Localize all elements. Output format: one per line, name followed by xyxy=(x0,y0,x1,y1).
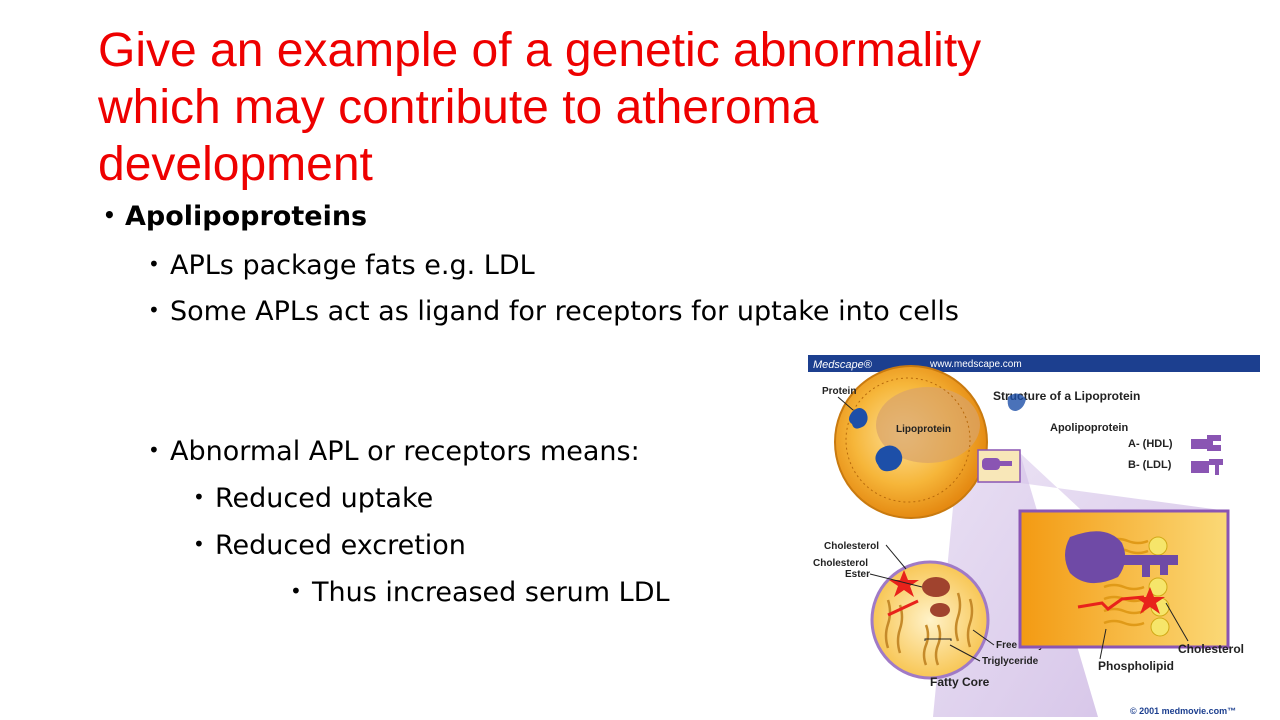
label-cholesterol-right: Cholesterol xyxy=(1178,642,1244,656)
protein-blob-icon xyxy=(849,408,868,429)
cholesterol-star-right-icon xyxy=(1135,587,1165,614)
label-lipoprotein: Lipoprotein xyxy=(896,424,951,435)
leader-triglyceride xyxy=(949,644,981,662)
bullet-text: Abnormal APL or receptors means: xyxy=(170,436,640,467)
bullet-apolipoproteins: • Apolipoproteins xyxy=(103,199,367,233)
leader-protein xyxy=(837,396,854,411)
triglyceride-bracket xyxy=(924,638,952,641)
slide-title: Give an example of a genetic abnormality… xyxy=(98,22,1098,193)
medscape-logo: Medscape® xyxy=(813,359,873,371)
cholesterol-chain xyxy=(887,599,919,617)
label-fatty-core: Fatty Core xyxy=(930,675,990,689)
bullet-dot-icon: • xyxy=(103,203,116,227)
bullet-apl-package: • APLs package fats e.g. LDL xyxy=(148,248,535,282)
cholesterol-ester-blob xyxy=(922,577,950,597)
bullet-dot-icon: • xyxy=(290,579,302,603)
title-line-3: development xyxy=(98,138,373,191)
bullet-text: Reduced excretion xyxy=(215,530,466,561)
label-triglyceride: Triglyceride xyxy=(982,656,1039,667)
lipoprotein-figure: Medscape® www.medscape.com Structure of … xyxy=(808,355,1260,720)
apolipoprotein-detail-box xyxy=(1018,509,1230,649)
bullet-dot-icon: • xyxy=(193,485,205,509)
label-apolipoprotein: Apolipoprotein xyxy=(1050,422,1128,434)
apolipoprotein-large-icon xyxy=(1065,531,1126,584)
apo-small-icon xyxy=(982,458,1000,470)
particle-core xyxy=(876,387,980,463)
label-ldl: B- (LDL) xyxy=(1128,459,1172,471)
apo-small-key-icon xyxy=(998,461,1012,466)
title-line-1: Give an example of a genetic abnormality xyxy=(98,24,982,77)
leader-free-fatty-acid xyxy=(972,629,995,646)
bullet-text: APLs package fats e.g. LDL xyxy=(170,250,535,281)
bullet-text: Reduced uptake xyxy=(215,483,434,514)
apolipoprotein-key-icon xyxy=(1116,555,1178,577)
bullet-text: Apolipoproteins xyxy=(125,201,368,232)
bullet-dot-icon: • xyxy=(148,438,160,462)
leader-cholesterol-right xyxy=(1165,602,1189,642)
label-protein: Protein xyxy=(822,386,856,397)
phospholipid-layer xyxy=(845,377,971,503)
bullet-abnormal-apl: • Abnormal APL or receptors means: xyxy=(148,434,640,468)
label-cholesterol-ester-line1: Cholesterol xyxy=(813,558,868,569)
medscape-url: www.medscape.com xyxy=(929,359,1022,370)
label-cholesterol: Cholesterol xyxy=(824,541,879,552)
lipoprotein-diagram: Medscape® www.medscape.com Structure of … xyxy=(808,355,1260,717)
leader-cholesterol xyxy=(885,544,907,570)
bullet-reduced-excretion: • Reduced excretion xyxy=(193,528,466,562)
bullet-dot-icon: • xyxy=(193,532,205,556)
label-phospholipid: Phospholipid xyxy=(1098,659,1174,673)
fatty-acid-chains xyxy=(884,592,974,666)
cholesterol-ester-blob xyxy=(930,603,950,617)
cholesterol-chain-right xyxy=(1077,595,1145,611)
bullet-text: Thus increased serum LDL xyxy=(312,577,670,608)
label-cholesterol-ester-line2: Ester xyxy=(845,569,870,580)
label-hdl: A- (HDL) xyxy=(1128,438,1173,450)
hdl-apoprotein-icon xyxy=(1191,435,1221,451)
cholesterol-star-icon xyxy=(889,570,919,597)
bullet-text: Some APLs act as ligand for receptors fo… xyxy=(170,296,959,327)
title-line-2: which may contribute to atheroma xyxy=(98,81,819,134)
protein-blob-icon xyxy=(1007,393,1026,411)
bullet-increased-ldl: • Thus increased serum LDL xyxy=(290,575,670,609)
bullet-dot-icon: • xyxy=(148,298,160,322)
bullet-apl-ligand: • Some APLs act as ligand for receptors f… xyxy=(148,294,959,328)
figure-header-bar xyxy=(808,355,1260,372)
bullet-reduced-uptake: • Reduced uptake xyxy=(193,481,433,515)
medmovie-copyright: © 2001 medmovie.com™ xyxy=(1130,706,1236,716)
bullet-dot-icon: • xyxy=(148,252,160,276)
figure-heading: Structure of a Lipoprotein xyxy=(993,389,1140,403)
protein-blob-icon xyxy=(875,445,903,472)
leader-cholesterol-ester xyxy=(869,573,923,588)
leader-phospholipid xyxy=(1099,628,1107,660)
ldl-apoprotein-icon xyxy=(1191,459,1223,475)
